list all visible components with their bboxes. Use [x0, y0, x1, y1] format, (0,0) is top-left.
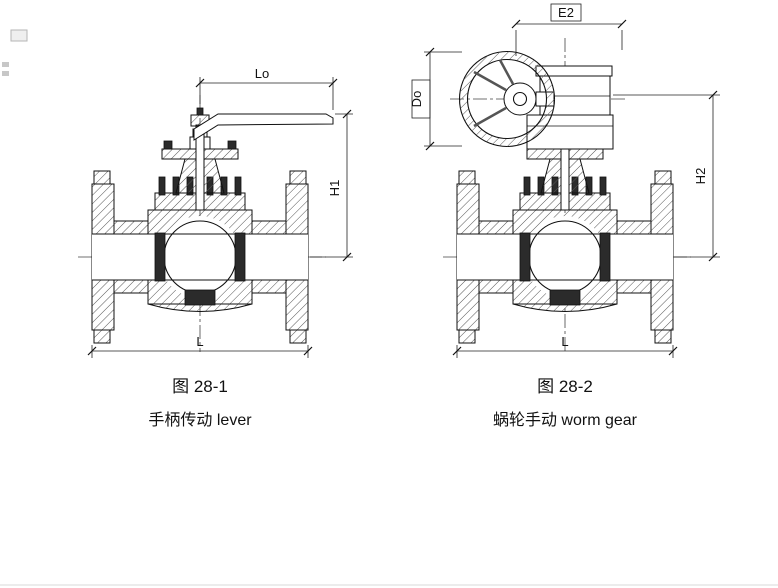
- dim-label-l-left: L: [196, 334, 203, 349]
- dimension-e2: E2: [511, 3, 627, 56]
- right-valve-figure: [443, 38, 691, 352]
- handwheel-hub: [503, 82, 537, 116]
- dimension-l-left: L: [87, 334, 313, 358]
- dimension-do: Do: [409, 47, 462, 151]
- dim-label-do: Do: [409, 91, 424, 108]
- dimension-h2: H2: [613, 90, 720, 262]
- left-valve-figure: [78, 95, 334, 352]
- dimension-lo: Lo: [195, 66, 338, 110]
- left-figure-caption: 手柄传动 lever: [148, 411, 252, 429]
- right-figure-number: 图 28-2: [537, 377, 593, 396]
- dim-label-h2: H2: [693, 168, 708, 185]
- left-figure-number: 图 28-1: [172, 377, 228, 396]
- scan-artifacts: [0, 29, 778, 586]
- dim-label-lo: Lo: [255, 66, 269, 81]
- dimension-h1: H1: [310, 109, 353, 262]
- dim-label-l-right: L: [561, 334, 568, 349]
- dim-label-h1: H1: [327, 180, 342, 197]
- right-figure-caption: 蜗轮手动 worm gear: [493, 411, 638, 429]
- handwheel: [458, 50, 556, 148]
- dim-label-e2: E2: [558, 5, 574, 20]
- lever-handle: [193, 113, 334, 141]
- dimension-l-right: L: [452, 334, 678, 358]
